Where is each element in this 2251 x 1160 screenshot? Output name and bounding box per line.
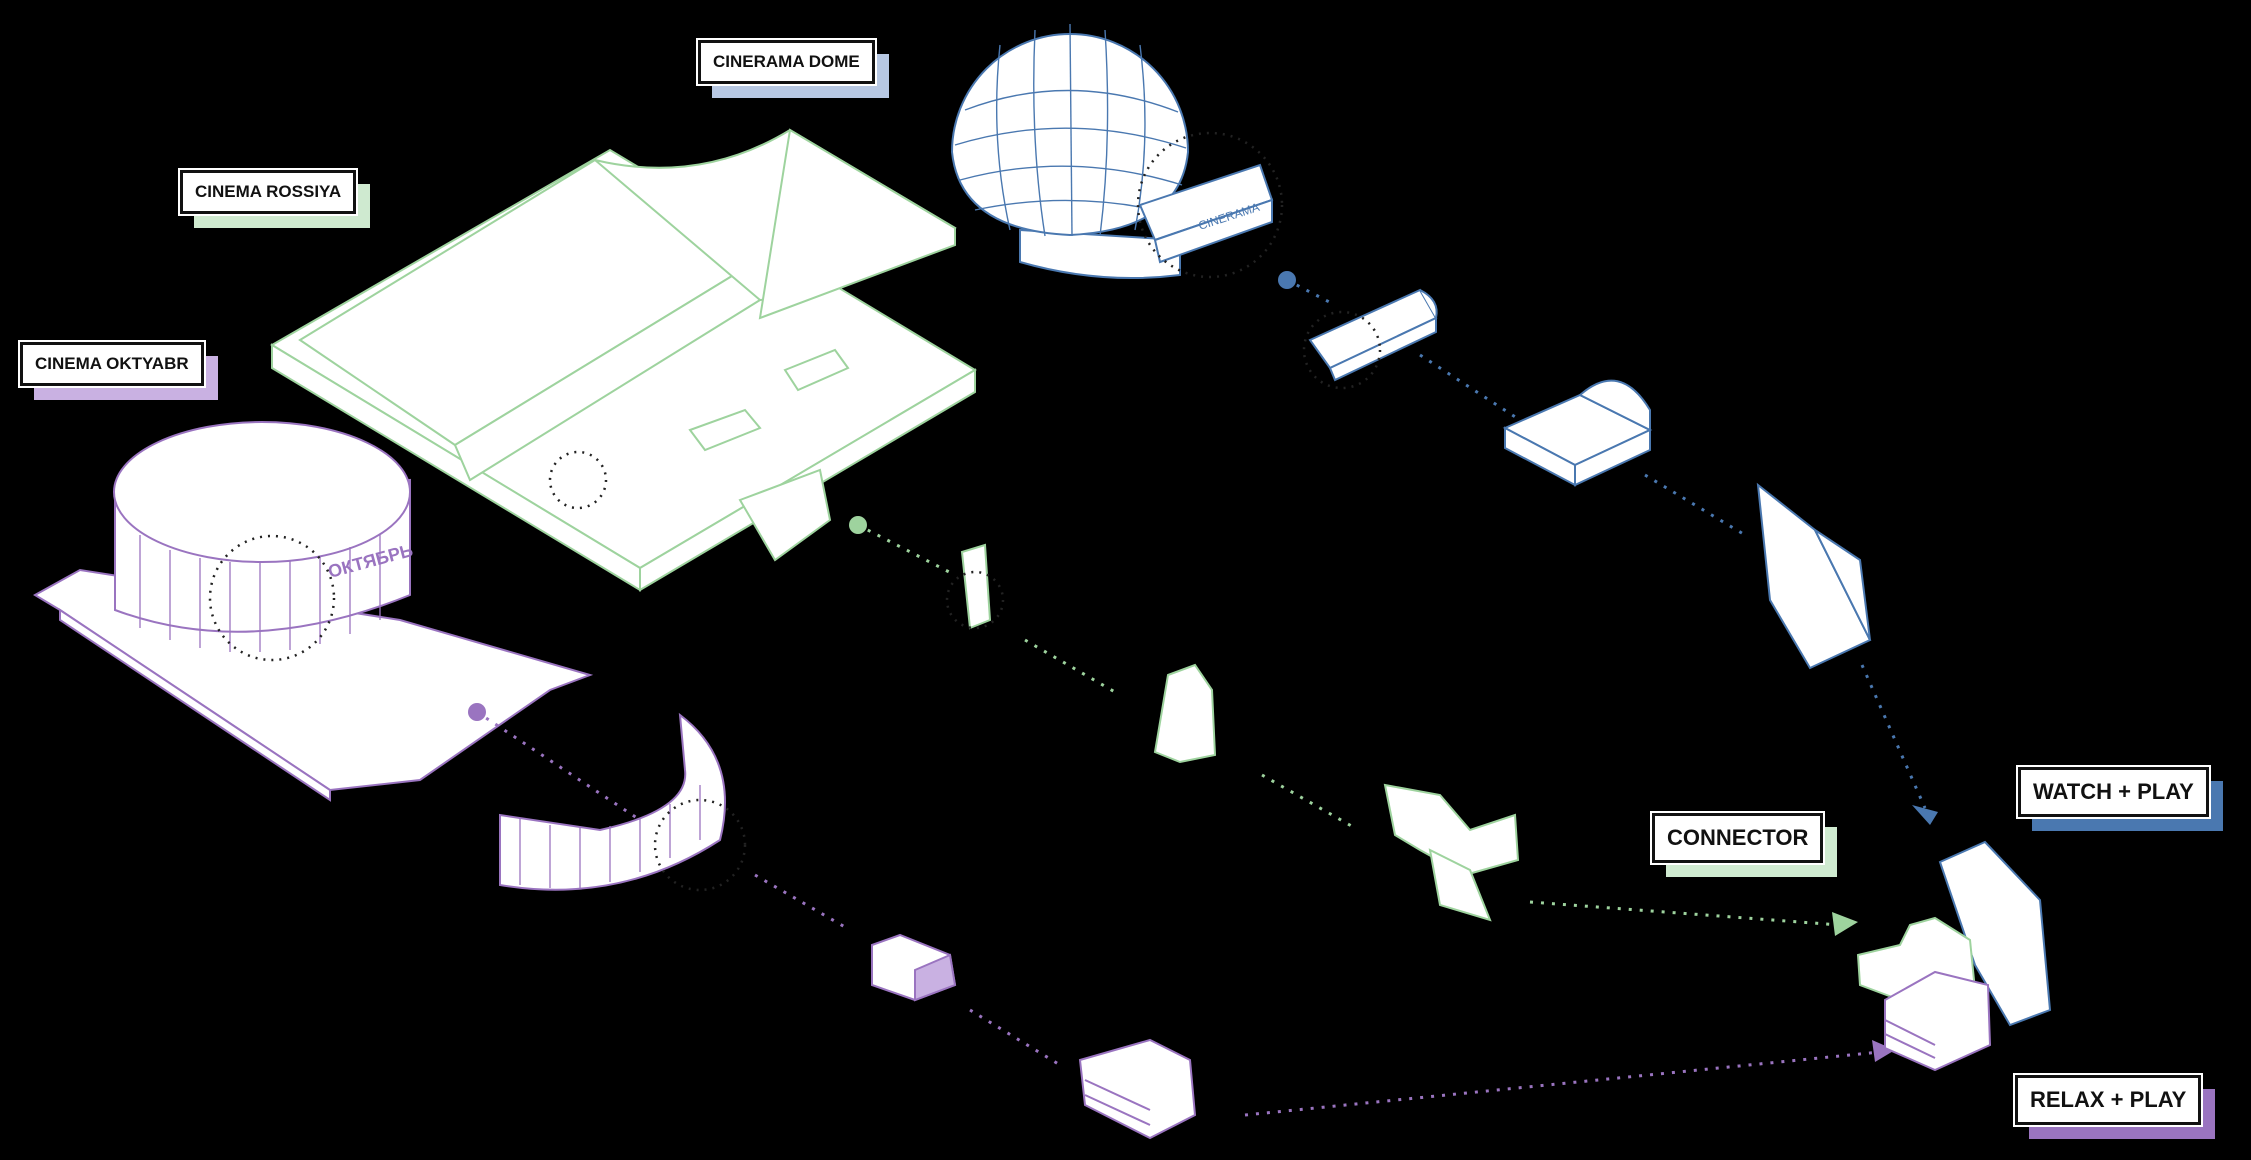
green-start-dot bbox=[849, 516, 867, 534]
cinerama-dome-building: CINERAMA bbox=[950, 23, 1284, 280]
purple-sequence bbox=[476, 710, 1881, 1117]
green-column-small bbox=[945, 543, 1005, 630]
purple-arrowhead bbox=[1872, 1040, 1895, 1062]
blue-arrowhead bbox=[1912, 805, 1938, 825]
label-cinema-rossiya: CINEMA ROSSIYA bbox=[180, 170, 371, 228]
blue-box-fragment bbox=[1502, 379, 1653, 487]
label-cinema-rossiya-text: CINEMA ROSSIYA bbox=[180, 170, 357, 214]
blue-panel-fragment bbox=[1756, 482, 1872, 670]
label-watch-play-text: WATCH + PLAY bbox=[2018, 767, 2209, 817]
label-cinerama-dome: CINERAMA DOME bbox=[698, 40, 889, 98]
label-connector-text: CONNECTOR bbox=[1652, 813, 1824, 863]
green-t-block bbox=[1383, 783, 1520, 922]
label-cinema-oktyabr: CINEMA OKTYABR bbox=[20, 342, 218, 400]
green-arrowhead bbox=[1832, 912, 1858, 936]
green-sequence bbox=[857, 523, 1841, 927]
purple-ring-fragment bbox=[499, 712, 747, 892]
composite-building bbox=[1856, 840, 2052, 1072]
label-relax-play: RELAX + PLAY bbox=[2015, 1075, 2216, 1139]
blue-start-dot bbox=[1278, 271, 1296, 289]
label-connector: CONNECTOR bbox=[1652, 813, 1838, 877]
cinema-rossiya-building bbox=[270, 128, 977, 592]
label-cinerama-dome-text: CINERAMA DOME bbox=[698, 40, 875, 84]
purple-start-dot bbox=[468, 703, 486, 721]
cinerama-canopy-fragment bbox=[1302, 288, 1438, 390]
cinema-oktyabr-building: ОКТЯБРЬ bbox=[33, 421, 594, 802]
label-watch-play: WATCH + PLAY bbox=[2018, 767, 2223, 831]
label-relax-play-text: RELAX + PLAY bbox=[2015, 1075, 2202, 1125]
green-column-large bbox=[1153, 663, 1217, 764]
purple-block-large bbox=[1078, 1038, 1197, 1140]
label-cinema-oktyabr-text: CINEMA OKTYABR bbox=[20, 342, 204, 386]
purple-block-small bbox=[871, 933, 957, 1002]
blue-sequence bbox=[1286, 278, 1927, 809]
